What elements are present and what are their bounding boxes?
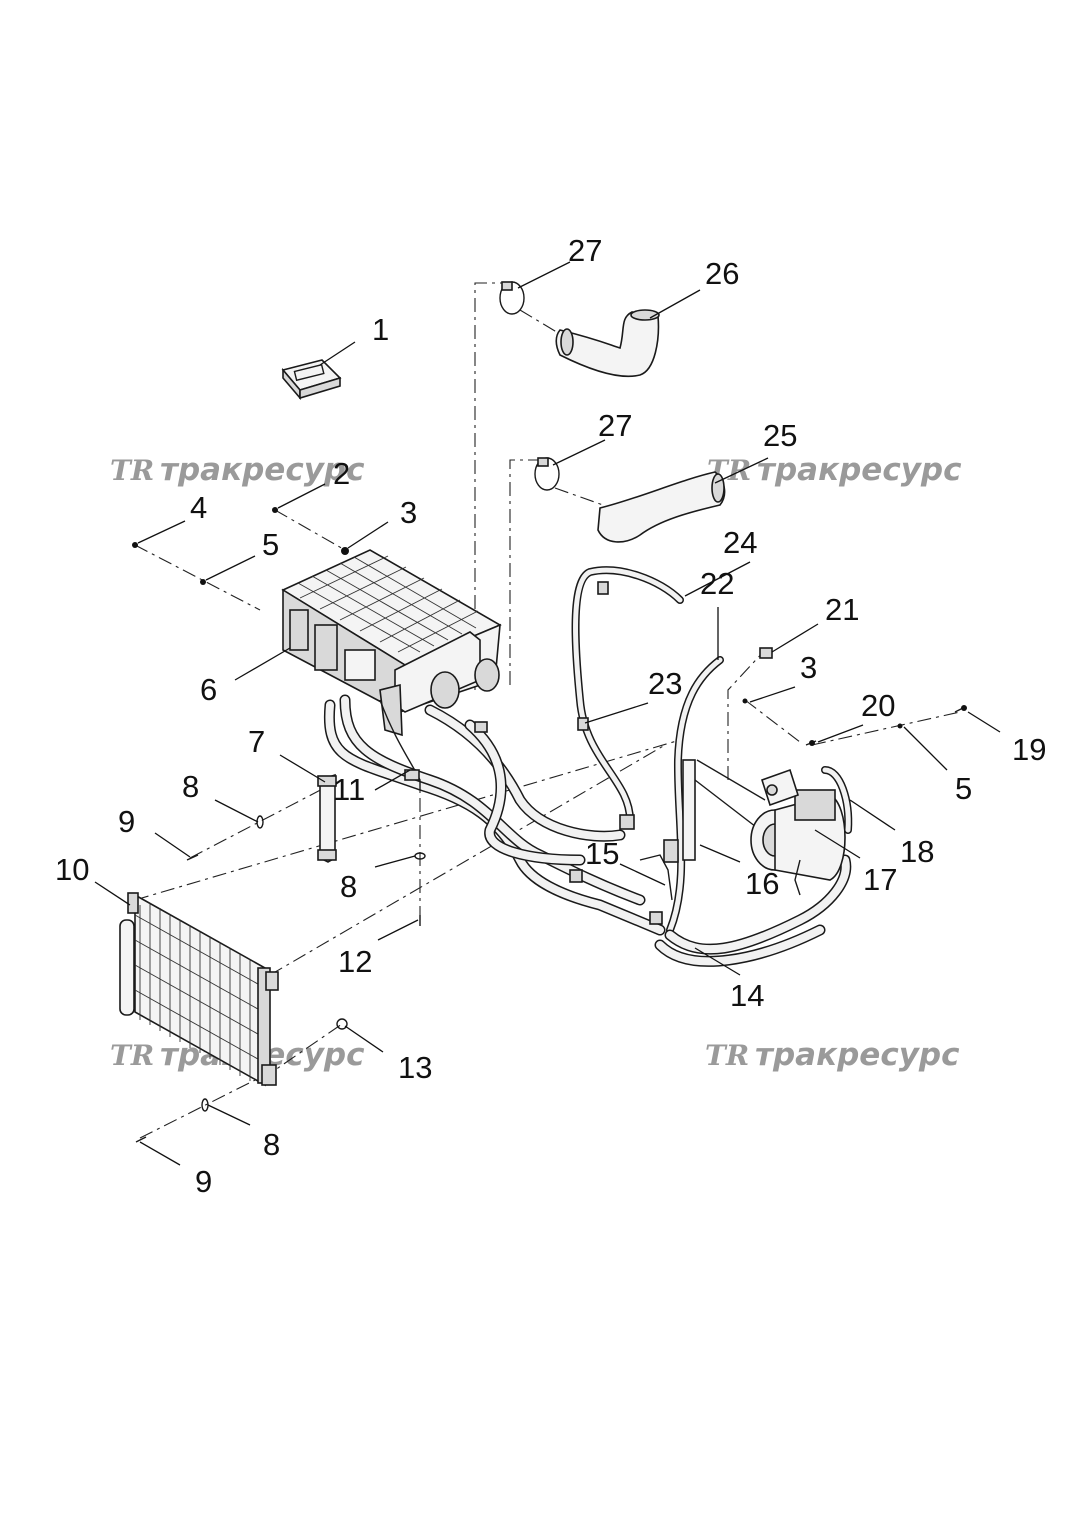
callout-3: 3	[400, 495, 417, 530]
callout-11: 11	[333, 772, 365, 807]
callout-22: 22	[700, 566, 734, 601]
callout-6: 6	[200, 672, 217, 707]
callout-19: 19	[1012, 732, 1046, 767]
callout-17: 17	[863, 862, 897, 897]
callout-27b: 27	[598, 408, 632, 443]
callout-labels: 1 2 3 4 5 6 7 8 9 10 11 12 13 14 15 16 1…	[55, 233, 1046, 1199]
duct-26	[555, 309, 660, 378]
ac-compressor	[750, 766, 853, 896]
watermark-text: тракресурс	[755, 1037, 960, 1073]
hose-clamps	[499, 281, 560, 491]
control-panel	[281, 359, 342, 401]
callout-9: 9	[118, 804, 135, 839]
watermark-logo: TR	[110, 1039, 154, 1072]
watermark-logo: TR	[110, 454, 154, 487]
hose-22	[666, 647, 773, 934]
callout-4: 4	[190, 490, 207, 525]
hose-24	[571, 566, 684, 830]
callout-24: 24	[723, 525, 757, 560]
watermark-top-left: TR тракресурс	[110, 452, 365, 488]
callout-13: 13	[398, 1050, 432, 1085]
callout-5: 5	[262, 527, 279, 562]
fasteners-right	[742, 698, 967, 746]
watermark-text: тракресурс	[160, 452, 365, 488]
callout-23: 23	[648, 666, 682, 701]
hose-bundle	[323, 694, 666, 936]
callout-3b: 3	[800, 650, 817, 685]
hose-14	[654, 854, 852, 967]
callout-2: 2	[333, 456, 350, 491]
callout-15: 15	[585, 836, 619, 871]
callout-25: 25	[763, 418, 797, 453]
leader-lines	[94, 261, 1001, 1166]
callout-1: 1	[372, 312, 389, 347]
duct-25	[597, 471, 726, 543]
callout-16: 16	[745, 866, 779, 901]
callout-12: 12	[338, 944, 372, 979]
watermark-top-right: TR тракресурс	[707, 452, 962, 488]
callout-26: 26	[705, 256, 739, 291]
receiver-dryer-line	[639, 759, 766, 901]
callout-27: 27	[568, 233, 602, 268]
hvac-unit	[281, 549, 502, 737]
fasteners-top	[132, 507, 349, 585]
callout-8: 8	[182, 769, 199, 804]
watermark-logo: TR	[705, 1039, 749, 1072]
callout-8c: 8	[263, 1127, 280, 1162]
callout-8b: 8	[340, 869, 357, 904]
callout-14: 14	[730, 978, 764, 1013]
callout-5b: 5	[955, 771, 972, 806]
bracket-7	[317, 773, 337, 863]
watermark-text: тракресурс	[757, 452, 962, 488]
condenser	[119, 892, 279, 1087]
callout-9b: 9	[195, 1164, 212, 1199]
callout-21: 21	[825, 592, 859, 627]
watermark-bottom-right: TR тракресурс	[705, 1037, 960, 1073]
callout-10: 10	[55, 852, 89, 887]
callout-18: 18	[900, 834, 934, 869]
callout-7: 7	[248, 724, 265, 759]
callout-20: 20	[861, 688, 895, 723]
